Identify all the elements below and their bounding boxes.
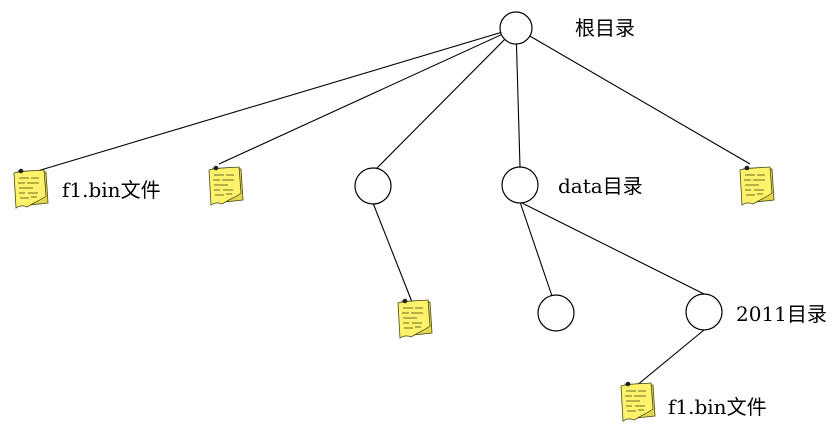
edge-root-file3 [515, 27, 751, 165]
file-note-icon [13, 168, 49, 209]
file-label-top: f1.bin文件 [62, 178, 161, 202]
edge-root-file1 [33, 27, 517, 173]
root-directory-label: 根目录 [575, 16, 635, 40]
edge-data-dir-2011 [519, 201, 705, 295]
directory-2011-label: 2011目录 [736, 302, 827, 326]
edge-root-file2 [218, 27, 517, 165]
file-note-icon [208, 165, 244, 206]
data-directory-label: data目录 [558, 174, 643, 198]
directory-2011-node [685, 293, 723, 331]
edge-data-dir-node [519, 201, 553, 297]
edge-root-dir1 [372, 27, 517, 173]
edge-dir1-file4 [372, 202, 413, 303]
root-directory-node [499, 11, 533, 45]
directory-node-unnamed [354, 167, 392, 205]
directory-node-leaf [537, 294, 575, 332]
file-label-bottom: f1.bin文件 [668, 395, 767, 419]
edge-root-data-dir [515, 27, 521, 168]
edge-2011-file5 [635, 329, 705, 387]
file-note-icon [397, 298, 433, 339]
file-note-icon [620, 381, 656, 422]
file-note-icon [739, 165, 775, 206]
data-directory-node [501, 166, 539, 204]
